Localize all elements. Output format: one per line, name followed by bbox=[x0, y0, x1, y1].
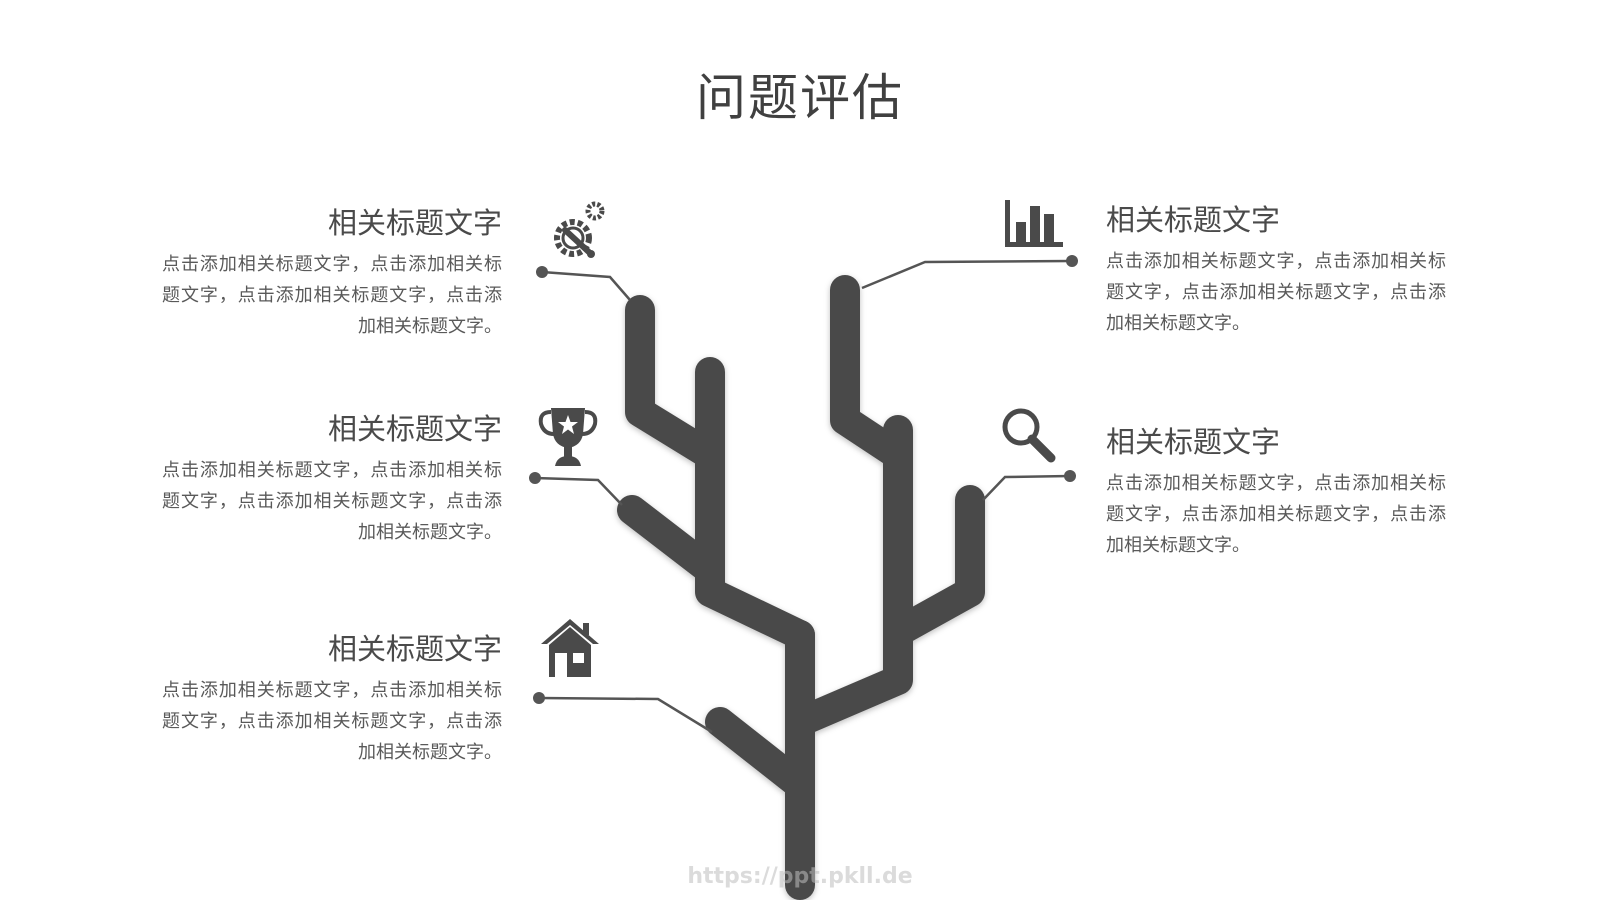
connector-dot-right-2 bbox=[1064, 470, 1076, 482]
connector-left-2 bbox=[534, 476, 623, 506]
connector-dot-left-2 bbox=[529, 472, 541, 484]
item-block-left-3: 相关标题文字 点击添加相关标题文字，点击添加相关标题文字，点击添加相关标题文字，… bbox=[162, 629, 502, 768]
item-heading: 相关标题文字 bbox=[327, 412, 502, 446]
bar-chart-icon bbox=[1005, 200, 1063, 247]
tree-branch-left-upper bbox=[625, 295, 725, 470]
tree-branch-left-middle bbox=[617, 495, 725, 585]
item-heading: 相关标题文字 bbox=[327, 206, 502, 240]
connector-right-1 bbox=[861, 259, 1073, 290]
item-heading: 相关标题文字 bbox=[1106, 425, 1281, 459]
slide-title: 问题评估 bbox=[696, 69, 904, 127]
item-body: 点击添加相关标题文字，点击添加相关标题文字，点击添加相关标题文字，点击添加相关标… bbox=[162, 254, 502, 337]
tree-branch-left-lower bbox=[705, 707, 815, 800]
tree-branch-left-main bbox=[695, 357, 815, 650]
item-block-left-2: 相关标题文字 点击添加相关标题文字，点击添加相关标题文字，点击添加相关标题文字，… bbox=[162, 409, 502, 548]
item-body: 点击添加相关标题文字，点击添加相关标题文字，点击添加相关标题文字，点击添加相关标… bbox=[162, 460, 502, 543]
house-icon bbox=[541, 619, 599, 677]
item-body: 点击添加相关标题文字，点击添加相关标题文字，点击添加相关标题文字，点击添加相关标… bbox=[1106, 473, 1446, 556]
connector-left-1 bbox=[541, 270, 631, 301]
trophy-icon bbox=[538, 408, 598, 466]
item-body: 点击添加相关标题文字，点击添加相关标题文字，点击添加相关标题文字，点击添加相关标… bbox=[1106, 251, 1446, 334]
tree-branch-right-lower bbox=[883, 485, 985, 647]
connector-right-2 bbox=[982, 474, 1071, 501]
tree-branch-right-upper bbox=[830, 275, 913, 470]
connector-left-3 bbox=[538, 696, 713, 734]
connector-dot-left-3 bbox=[533, 692, 545, 704]
connector-dot-left-1 bbox=[536, 266, 548, 278]
item-body: 点击添加相关标题文字，点击添加相关标题文字，点击添加相关标题文字，点击添加相关标… bbox=[162, 680, 502, 763]
item-heading: 相关标题文字 bbox=[327, 632, 502, 666]
magnifier-icon bbox=[1002, 408, 1056, 463]
item-block-left-1: 相关标题文字 点击添加相关标题文字，点击添加相关标题文字，点击添加相关标题文字，… bbox=[162, 203, 502, 342]
watermark: https://ppt.pkll.de bbox=[687, 864, 913, 889]
gear-wrench-icon bbox=[554, 201, 605, 258]
tree-branch-right-main bbox=[785, 415, 913, 737]
connector-dot-right-1 bbox=[1066, 255, 1078, 267]
item-block-right-1: 相关标题文字 点击添加相关标题文字，点击添加相关标题文字，点击添加相关标题文字，… bbox=[1106, 200, 1446, 339]
item-block-right-2: 相关标题文字 点击添加相关标题文字，点击添加相关标题文字，点击添加相关标题文字，… bbox=[1106, 422, 1446, 561]
item-heading: 相关标题文字 bbox=[1106, 203, 1281, 237]
